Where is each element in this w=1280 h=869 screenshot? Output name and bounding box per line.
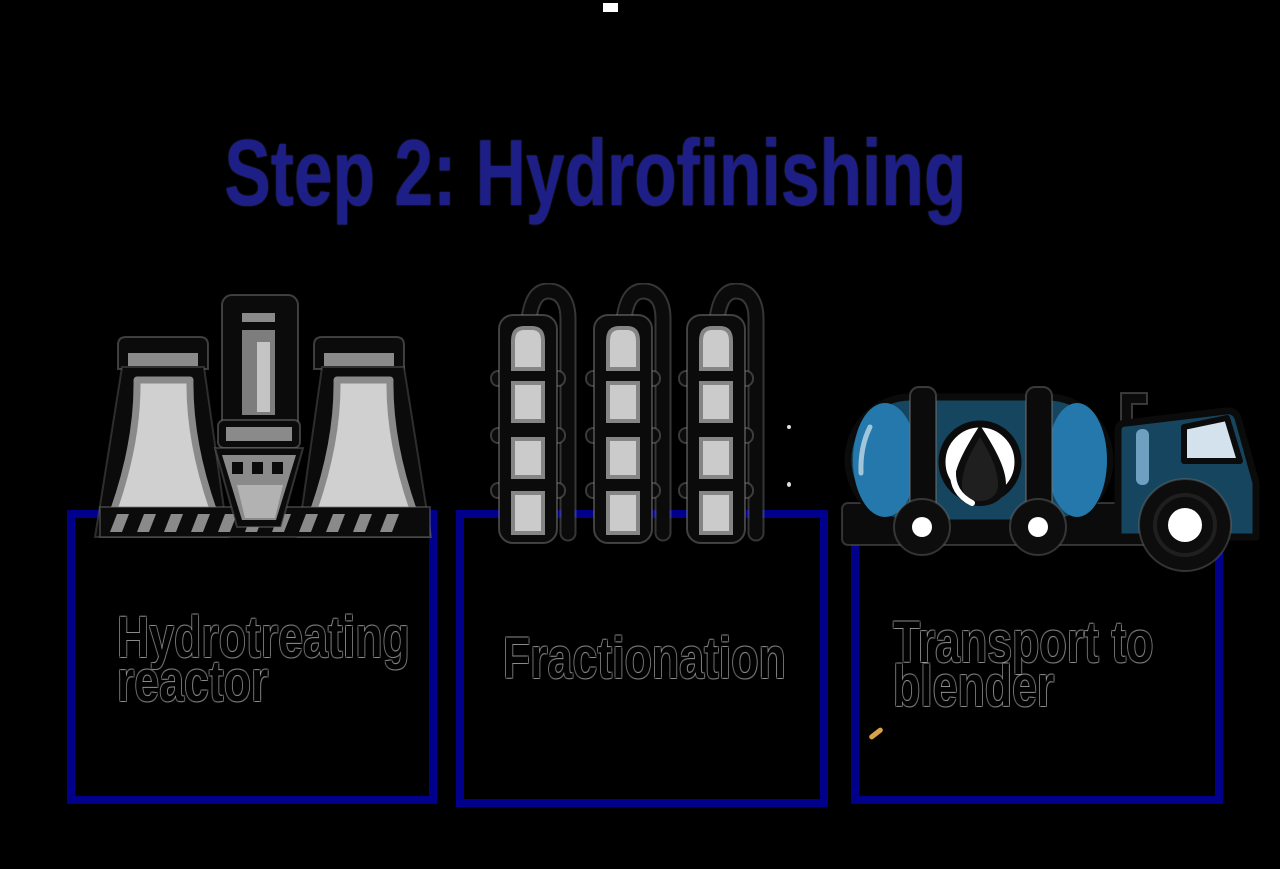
oil-drop-emblem — [938, 420, 1022, 506]
white-dot-artifact — [787, 482, 791, 487]
center-stack — [217, 294, 301, 449]
column-1 — [490, 283, 577, 544]
windshield — [1181, 415, 1243, 464]
label-line: Transport to — [893, 610, 1154, 675]
wheels — [893, 478, 1232, 572]
power-plant-reactor-icon — [93, 294, 433, 538]
white-dot-artifact — [787, 425, 791, 429]
label-transport-to-blender: Transport to blender — [893, 610, 1154, 719]
funnel-base — [213, 447, 305, 528]
door-window-stripe — [1136, 429, 1149, 485]
oil-tanker-truck-icon — [841, 386, 1260, 572]
label-fractionation: Fractionation — [503, 626, 786, 691]
distillation-columns-icon — [490, 283, 765, 544]
column-2 — [585, 283, 672, 544]
label-line: Hydrotreating — [117, 605, 410, 670]
label-hydrotreating-reactor: Hydrotreating reactor — [117, 605, 410, 714]
cooling-tower-left — [93, 336, 230, 538]
top-dash-artifact — [603, 3, 618, 12]
label-line: reactor — [117, 649, 269, 714]
title-wrap: Step 2: Hydrofinishing — [0, 126, 1190, 220]
page-title: Step 2: Hydrofinishing — [223, 120, 966, 225]
label-line: blender — [893, 654, 1055, 719]
tank-straps — [909, 386, 1053, 528]
column-3 — [678, 283, 765, 544]
label-line: Fractionation — [503, 626, 786, 691]
